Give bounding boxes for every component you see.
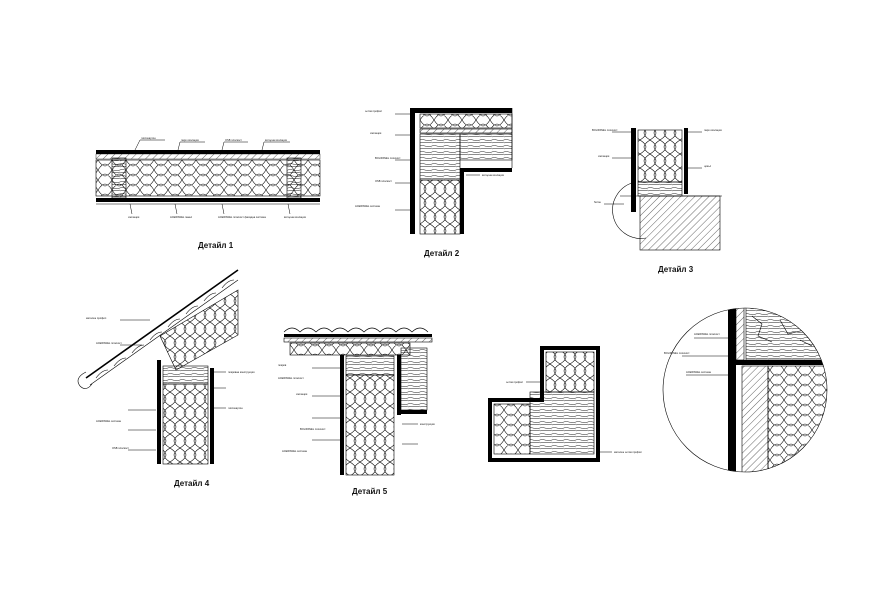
detail-6: ъглов профил метален ъглов профил: [488, 346, 642, 462]
d5-label-6: конструкция: [420, 423, 435, 426]
detail-5: покрив ACEIPANEL плоскост изолация BOLIP…: [278, 327, 435, 496]
d5-label-1: покрив: [278, 364, 287, 367]
d3-label-4: цокъл: [704, 165, 712, 168]
d4-label-5: покривна конструкция: [228, 371, 255, 374]
d6-label-1: ъглов профил: [506, 380, 523, 384]
d6-label-2: метален ъглов профил: [614, 450, 642, 454]
d1-label-1: гипсокартон: [141, 137, 156, 140]
detail-3-caption: Детайл 3: [658, 265, 694, 274]
d4-label-2: ACEIPANEL плоскост: [96, 341, 123, 345]
detail-1: гипсокартон паро изолация OSB плоскост в…: [95, 137, 321, 250]
detail-4-caption: Детайл 4: [174, 479, 210, 488]
d5-label-5: ACEIPANEL система: [282, 449, 307, 453]
d2-label-6: вятърна изолация: [482, 174, 504, 177]
detail-7: ACEIPANEL плоскост BOLIPANEL плоскост AC…: [662, 307, 828, 473]
d2-label-1: ъглов профил: [365, 109, 382, 113]
d1-label-5: изолация: [128, 216, 140, 219]
detail-5-caption: Детайл 5: [352, 487, 388, 496]
d1-label-7: ACEIPANEL плоскост фасадна система: [218, 215, 266, 219]
detail-2-caption: Детайл 2: [424, 249, 460, 258]
d5-label-2: ACEIPANEL плоскост: [278, 376, 305, 380]
d4-label-4: OSB плоскост: [112, 446, 130, 450]
d4-label-3: ACEIPANEL система: [96, 419, 121, 423]
d1-label-2: паро изолация: [181, 139, 199, 142]
d2-label-2: изолация: [370, 132, 382, 135]
d1-label-3: OSB плоскост: [225, 138, 243, 142]
d1-label-4: вятърна изолация: [265, 139, 287, 142]
detail-1-caption: Детайл 1: [198, 241, 234, 250]
d2-label-5: ACEIPANEL система: [355, 204, 380, 208]
d3-label-2: изолация: [598, 155, 610, 158]
d3-label-5: бетон: [594, 200, 601, 204]
d1-label-6: ACEIPANEL панел: [170, 215, 193, 219]
d5-label-3: изолация: [296, 393, 308, 396]
d5-label-4: BOLIPANEL плоскост: [300, 427, 326, 431]
d7-label-2: BOLIPANEL плоскост: [664, 351, 690, 355]
d2-label-4: OSB плоскост: [375, 179, 393, 183]
d7-label-1: ACEIPANEL плоскост: [694, 332, 721, 336]
d7-label-3: ACEIPANEL система: [686, 370, 711, 374]
detail-2: ъглов профил изолация BOLIPANEL плоскост…: [355, 108, 513, 258]
d2-label-3: BOLIPANEL плоскост: [375, 156, 401, 160]
detail-3: BOLIPANEL плоскост изолация паро изолаци…: [592, 128, 722, 274]
d3-label-3: паро изолация: [704, 129, 722, 132]
d4-label-1: метален профил: [86, 316, 107, 320]
d4-label-6: гипсокартон: [228, 407, 243, 410]
d3-label-1: BOLIPANEL плоскост: [592, 128, 618, 132]
detail-4: метален профил ACEIPANEL плоскост ACEIPA…: [77, 269, 255, 488]
d1-label-8: вятърна изолация: [284, 216, 306, 219]
